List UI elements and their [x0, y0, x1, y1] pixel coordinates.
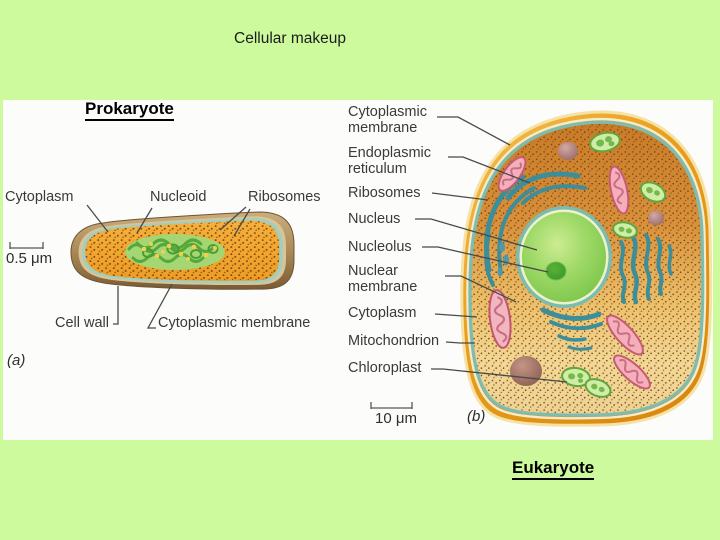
slide-title: Cellular makeup	[234, 30, 346, 47]
prokaryote-cell-illustration	[70, 211, 295, 290]
eukaryote-heading: Eukaryote	[512, 458, 595, 480]
chloroplasts	[561, 131, 667, 398]
nucleoid-region	[125, 234, 225, 270]
figure-letter-b: (b)	[467, 408, 486, 425]
eukaryote-scale-label: 10 μm	[375, 410, 417, 427]
eukaryote-scale-bar	[370, 402, 413, 409]
label-eukaryote-cytoplasmic-membrane: Cytoplasmic membrane	[348, 104, 427, 136]
label-nucleus: Nucleus	[348, 211, 401, 227]
cell-diagram-artwork	[9, 110, 713, 427]
prokaryote-scale-bar	[9, 242, 44, 249]
label-nuclear-membrane: Nuclear membrane	[348, 263, 418, 295]
label-mitochondrion: Mitochondrion	[348, 333, 440, 349]
cell-diagram-panel: Cytoplasm Nucleoid Ribosomes Cell wall C…	[3, 100, 713, 440]
prokaryote-scale-label: 0.5 μm	[6, 250, 53, 267]
label-endoplasmic-reticulum: Endoplasmic reticulum	[348, 145, 432, 177]
nucleolus	[545, 261, 567, 281]
label-eukaryote-ribosomes: Ribosomes	[348, 185, 421, 201]
leader-lines	[86, 116, 568, 383]
mitochondria	[488, 156, 651, 390]
label-nucleoid: Nucleoid	[150, 189, 207, 205]
label-prokaryote-cytoplasmic-membrane: Cytoplasmic membrane	[158, 315, 311, 331]
label-nucleolus: Nucleolus	[348, 239, 412, 255]
label-chloroplast: Chloroplast	[348, 360, 422, 376]
label-eukaryote-cytoplasm: Cytoplasm	[348, 305, 417, 321]
label-prokaryote-cytoplasm: Cytoplasm	[5, 189, 74, 205]
label-cell-wall: Cell wall	[55, 315, 109, 331]
prokaryote-heading: Prokaryote	[85, 99, 174, 121]
nucleus	[516, 206, 612, 308]
label-prokaryote-ribosomes: Ribosomes	[248, 189, 321, 205]
figure-letter-a: (a)	[7, 352, 26, 369]
eukaryote-cell-illustration	[460, 110, 713, 427]
